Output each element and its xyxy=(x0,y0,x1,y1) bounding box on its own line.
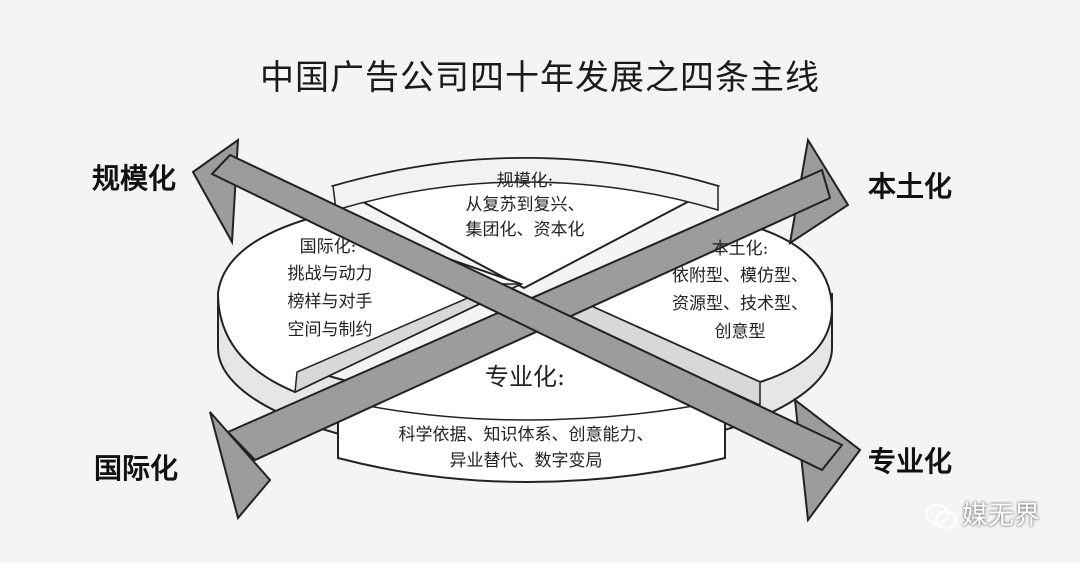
corner-label-top-right: 本土化 xyxy=(868,170,953,203)
segment-left-line-2: 榜样与对手 xyxy=(287,292,373,312)
segment-bottom-line-2: 异业替代、数字变局 xyxy=(449,451,603,471)
segment-bottom-line-1: 科学依据、知识体系、创意能力、 xyxy=(398,425,654,445)
watermark-text: 媒无界 xyxy=(961,501,1040,531)
segment-right-line-1: 依附型、模仿型、 xyxy=(672,266,808,286)
corner-label-bottom-left: 国际化 xyxy=(94,452,179,485)
corner-label-top-left: 规模化 xyxy=(92,162,177,195)
segment-bottom-title: 专业化: xyxy=(484,363,566,391)
segment-top-line-2: 集团化、资本化 xyxy=(465,220,585,240)
segment-bottom-top xyxy=(335,297,728,421)
segment-left-line-3: 空间与制约 xyxy=(287,320,373,340)
segment-right-line-2: 资源型、技术型、 xyxy=(672,294,808,314)
segment-top-title: 规模化: xyxy=(496,171,554,191)
wechat-icon xyxy=(924,503,958,529)
corner-label-bottom-right: 专业化 xyxy=(868,445,953,478)
watermark: 媒无界 xyxy=(924,495,1040,532)
arrow-diagonal-down-right xyxy=(191,137,862,523)
diagram-title: 中国广告公司四十年发展之四条主线 xyxy=(260,58,820,98)
segment-left-line-1: 挑战与动力 xyxy=(287,264,373,284)
arrow-head-bottom-left xyxy=(209,411,272,521)
segment-right-line-3: 创意型 xyxy=(714,322,766,342)
arrow-shaft-down-right xyxy=(210,153,844,472)
segment-left-title: 国际化: xyxy=(299,237,357,257)
segment-right-title: 本土化: xyxy=(711,239,769,259)
segment-right-shape xyxy=(557,222,834,384)
segment-top-line-1: 从复苏到复兴、 xyxy=(465,195,585,215)
segment-top-side xyxy=(332,157,719,212)
